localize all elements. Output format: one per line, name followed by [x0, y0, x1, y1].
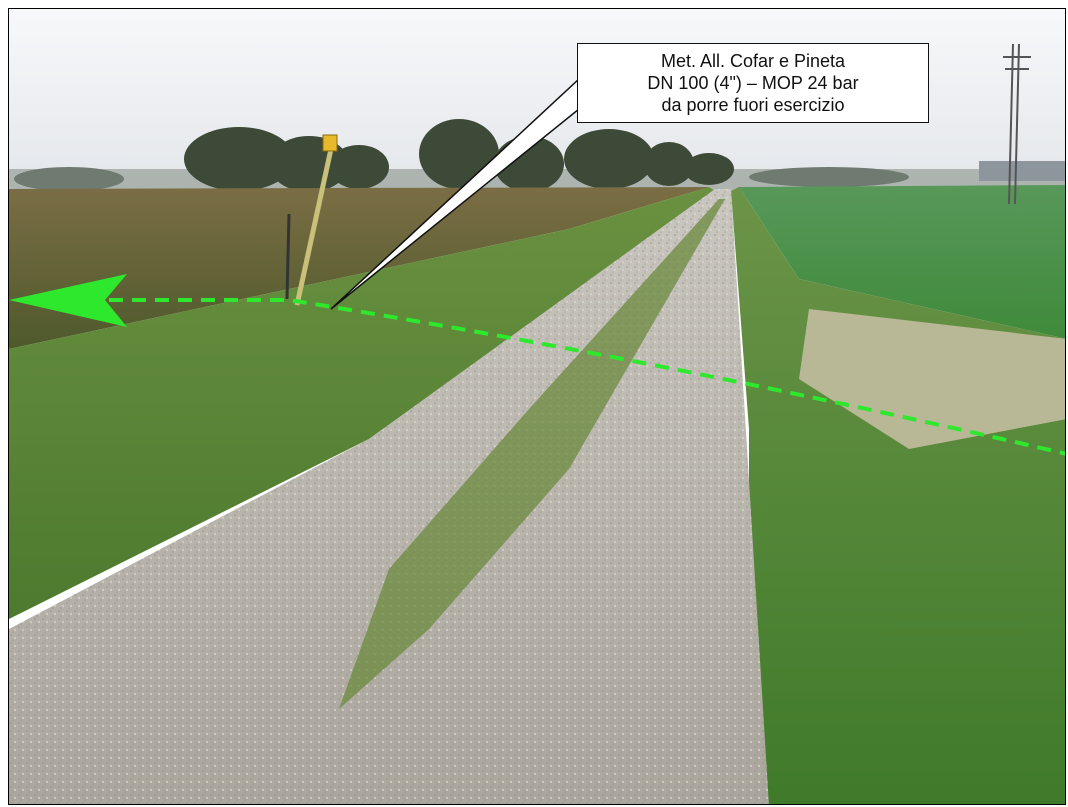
callout-line-1: Met. All. Cofar e Pineta	[660, 51, 846, 71]
bare-patch	[799, 309, 1065, 449]
callout-line-3: da porre fuori esercizio	[661, 95, 845, 115]
pipeline-callout: Met. All. Cofar e Pineta DN 100 (4") – M…	[577, 43, 929, 123]
arrow-left-icon	[9, 274, 127, 327]
callout-line-2: DN 100 (4") – MOP 24 bar	[647, 73, 859, 93]
field-road-photo	[8, 8, 1066, 805]
marker-post-icon	[285, 134, 338, 306]
left-field	[9, 187, 709, 349]
right-field	[739, 185, 1065, 339]
pipeline-route	[109, 298, 1065, 456]
center-grass-strip	[339, 199, 725, 709]
left-grass-verge	[9, 187, 715, 619]
power-pylon-icon	[1003, 43, 1031, 205]
